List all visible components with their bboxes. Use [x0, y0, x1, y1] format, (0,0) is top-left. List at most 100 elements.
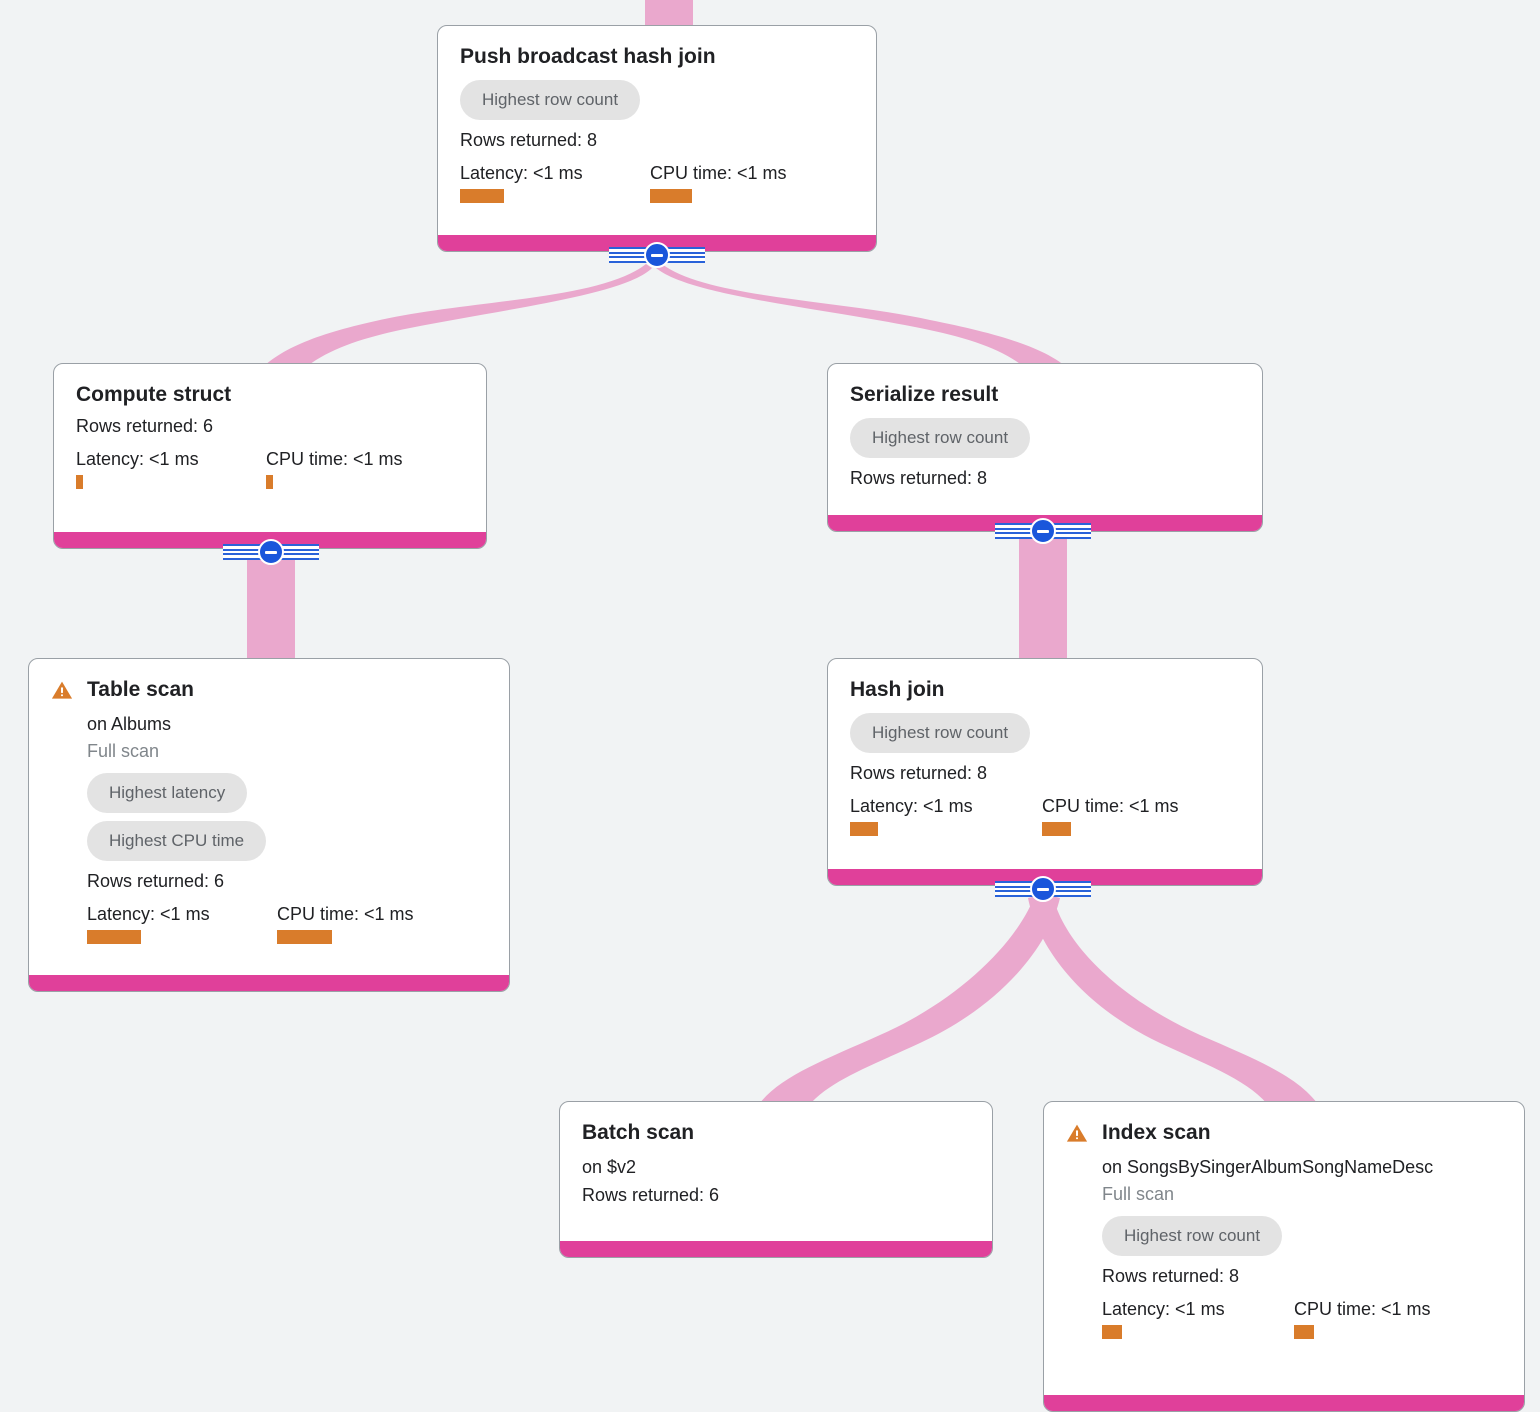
node-title: Compute struct: [76, 383, 232, 406]
node-accent-bar: [29, 975, 509, 991]
node-content: on $v2 Rows returned: 6: [582, 1148, 970, 1206]
rows-returned: Rows returned: 8: [850, 468, 988, 489]
node-title: Table scan: [87, 678, 194, 701]
metrics-row: Latency: <1 ms CPU time: <1 ms: [460, 163, 854, 204]
cpu-metric: CPU time: <1 ms: [1294, 1299, 1431, 1340]
chip-wrap: Highest row count: [850, 705, 1240, 754]
latency-label: Latency: <1 ms: [850, 796, 973, 817]
node-content: Rows returned: 6 Latency: <1 ms CPU time…: [76, 410, 464, 490]
rows-returned: Rows returned: 6: [76, 416, 214, 437]
scan-target: on Albums: [87, 714, 172, 735]
chip-wrap: Highest CPU time: [87, 813, 487, 862]
latency-metric: Latency: <1 ms: [1102, 1299, 1294, 1340]
latency-metric: Latency: <1 ms: [87, 904, 277, 945]
collapse-toggle-compute-struct[interactable]: [223, 539, 319, 565]
rows-returned: Rows returned: 8: [1102, 1266, 1240, 1287]
badge-highest-row-count: Highest row count: [460, 80, 641, 121]
latency-metric: Latency: <1 ms: [850, 796, 1042, 837]
node-body: Hash join Highest row count Rows returne…: [828, 659, 1262, 869]
latency-metric: Latency: <1 ms: [76, 449, 266, 490]
latency-label: Latency: <1 ms: [76, 449, 199, 470]
chip-wrap: Highest row count: [1102, 1208, 1502, 1257]
collapse-toggle-push-broadcast-hash-join[interactable]: [609, 242, 705, 268]
minus-icon[interactable]: [258, 539, 284, 565]
cpu-bar: [277, 930, 332, 945]
rows-returned: Rows returned: 6: [582, 1185, 720, 1206]
edge-compute-struct-to-table-scan: [247, 548, 295, 668]
node-header: Table scan: [51, 677, 194, 703]
edge-incoming-root: [645, 0, 693, 26]
metrics-row: Latency: <1 ms CPU time: <1 ms: [76, 449, 464, 490]
cpu-metric: CPU time: <1 ms: [1042, 796, 1179, 837]
node-header: Index scan: [1066, 1120, 1211, 1146]
latency-label: Latency: <1 ms: [1102, 1299, 1225, 1320]
node-title: Batch scan: [582, 1121, 695, 1144]
node-title: Push broadcast hash join: [460, 45, 716, 68]
plan-node-compute-struct[interactable]: Compute struct Rows returned: 6 Latency:…: [53, 363, 487, 549]
edge-root-to-serialize-result: [656, 264, 1072, 372]
latency-bar: [1102, 1325, 1122, 1340]
plan-node-push-broadcast-hash-join[interactable]: Push broadcast hash join Highest row cou…: [437, 25, 877, 252]
scan-type: Full scan: [1102, 1184, 1175, 1205]
cpu-bar: [1042, 822, 1071, 837]
node-header: Compute struct: [76, 382, 231, 408]
plan-node-serialize-result[interactable]: Serialize result Highest row count Rows …: [827, 363, 1263, 532]
node-content: Highest row count Rows returned: 8 Laten…: [460, 72, 854, 204]
edge-hash-join-to-batch-scan: [755, 892, 1060, 1110]
node-header: Serialize result: [850, 382, 998, 408]
chip-wrap: Highest row count: [850, 410, 1240, 459]
node-accent-bar: [1044, 1395, 1524, 1411]
chip-wrap: Highest row count: [460, 72, 854, 121]
latency-bar: [87, 930, 141, 945]
node-body: Index scan on SongsBySingerAlbumSongName…: [1044, 1102, 1524, 1395]
collapse-toggle-hash-join[interactable]: [995, 876, 1091, 902]
cpu-bar: [1294, 1325, 1314, 1340]
node-title: Serialize result: [850, 383, 999, 406]
metrics-row: Latency: <1 ms CPU time: <1 ms: [850, 796, 1240, 837]
node-header: Push broadcast hash join: [460, 44, 716, 70]
minus-icon[interactable]: [1030, 876, 1056, 902]
plan-node-hash-join[interactable]: Hash join Highest row count Rows returne…: [827, 658, 1263, 886]
node-title: Hash join: [850, 678, 945, 701]
node-body: Push broadcast hash join Highest row cou…: [438, 26, 876, 235]
node-body: Serialize result Highest row count Rows …: [828, 364, 1262, 515]
plan-node-table-scan[interactable]: Table scan on Albums Full scan Highest l…: [28, 658, 510, 992]
latency-bar: [460, 189, 504, 204]
node-content: on SongsBySingerAlbumSongNameDesc Full s…: [1066, 1148, 1502, 1340]
node-accent-bar: [560, 1241, 992, 1257]
cpu-metric: CPU time: <1 ms: [650, 163, 787, 204]
cpu-bar: [266, 475, 273, 490]
scan-type: Full scan: [87, 741, 160, 762]
badge-highest-row-count: Highest row count: [850, 418, 1031, 459]
scan-target: on $v2: [582, 1157, 637, 1178]
badge-highest-cpu-time: Highest CPU time: [87, 821, 267, 862]
cpu-bar: [650, 189, 692, 204]
latency-label: Latency: <1 ms: [87, 904, 210, 925]
rows-returned: Rows returned: 8: [850, 763, 988, 784]
latency-bar: [76, 475, 83, 490]
collapse-toggle-serialize-result[interactable]: [995, 518, 1091, 544]
warning-icon: [1066, 1124, 1088, 1142]
node-body: Compute struct Rows returned: 6 Latency:…: [54, 364, 486, 532]
minus-icon[interactable]: [1030, 518, 1056, 544]
plan-node-batch-scan[interactable]: Batch scan on $v2 Rows returned: 6: [559, 1101, 993, 1258]
node-title: Index scan: [1102, 1121, 1211, 1144]
metrics-row: Latency: <1 ms CPU time: <1 ms: [87, 904, 487, 945]
scan-target: on SongsBySingerAlbumSongNameDesc: [1102, 1157, 1434, 1178]
node-content: on Albums Full scan Highest latency High…: [51, 705, 487, 945]
node-content: Highest row count Rows returned: 8: [850, 410, 1240, 489]
cpu-label: CPU time: <1 ms: [1294, 1299, 1431, 1320]
node-body: Batch scan on $v2 Rows returned: 6: [560, 1102, 992, 1241]
badge-highest-row-count: Highest row count: [850, 713, 1031, 754]
edge-serialize-result-to-hash-join: [1019, 531, 1067, 668]
node-content: Highest row count Rows returned: 8 Laten…: [850, 705, 1240, 837]
node-body: Table scan on Albums Full scan Highest l…: [29, 659, 509, 975]
rows-returned: Rows returned: 8: [460, 130, 598, 151]
plan-node-index-scan[interactable]: Index scan on SongsBySingerAlbumSongName…: [1043, 1101, 1525, 1412]
chip-wrap: Highest latency: [87, 765, 487, 814]
warning-icon: [51, 681, 73, 699]
minus-icon[interactable]: [644, 242, 670, 268]
rows-returned: Rows returned: 6: [87, 871, 225, 892]
badge-highest-row-count: Highest row count: [1102, 1216, 1283, 1257]
